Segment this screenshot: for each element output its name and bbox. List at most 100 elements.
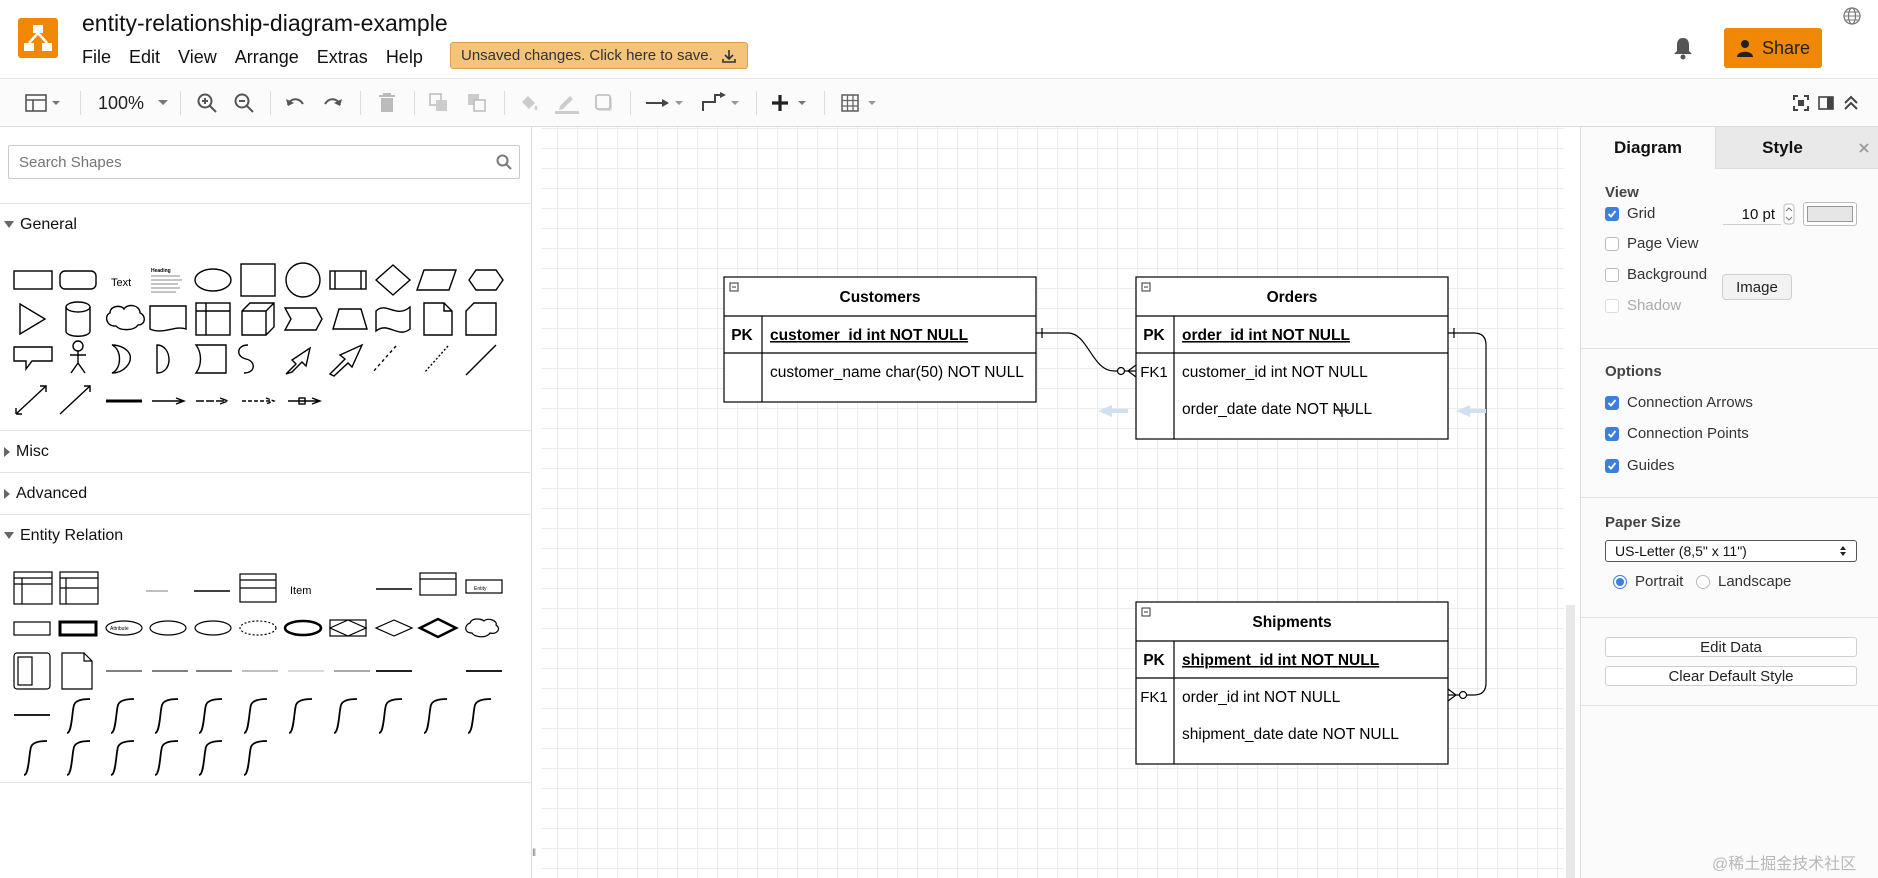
background-option[interactable]: Background xyxy=(1605,266,1707,283)
general-heading-label: Heading xyxy=(151,268,171,274)
trash-icon xyxy=(379,93,395,112)
tab-diagram[interactable]: Diagram xyxy=(1581,127,1715,169)
undo-button[interactable] xyxy=(284,89,306,117)
globe-icon[interactable] xyxy=(1842,6,1862,26)
close-panel-button[interactable] xyxy=(1849,127,1878,169)
toolbar-separator xyxy=(360,91,361,115)
zoom-dropdown[interactable]: 100% xyxy=(98,89,170,117)
delete-button[interactable] xyxy=(378,89,396,117)
page-view-option[interactable]: Page View xyxy=(1605,235,1698,252)
fullscreen-button[interactable] xyxy=(1792,89,1810,117)
bell-icon[interactable] xyxy=(1672,36,1694,60)
section-general[interactable]: General xyxy=(0,203,530,245)
landscape-radio[interactable] xyxy=(1696,574,1710,589)
sidebar-splitter-handle[interactable]: ǁ xyxy=(532,848,537,859)
grid-color-picker[interactable] xyxy=(1803,202,1857,226)
search-shapes-input[interactable] xyxy=(8,145,520,179)
shipments-key-0: PK xyxy=(1143,652,1165,669)
connection-arrows-option[interactable]: Connection Arrows xyxy=(1605,394,1753,411)
edit-data-button[interactable]: Edit Data xyxy=(1605,637,1857,657)
to-back-button[interactable] xyxy=(466,89,488,117)
zoom-out-button[interactable] xyxy=(233,89,255,117)
menu-file[interactable]: File xyxy=(82,47,112,67)
connection-style-button[interactable] xyxy=(644,89,686,117)
document-title[interactable]: entity-relationship-diagram-example xyxy=(82,10,448,36)
stepper-icon[interactable] xyxy=(1783,203,1795,225)
portrait-radio[interactable] xyxy=(1613,574,1627,589)
canvas-vertical-scrollbar[interactable] xyxy=(1566,605,1575,878)
unsaved-changes-button[interactable]: Unsaved changes. Click here to save. xyxy=(450,42,748,69)
unsaved-changes-label: Unsaved changes. Click here to save. xyxy=(461,47,713,64)
connection-points-option[interactable]: Connection Points xyxy=(1605,425,1749,442)
close-icon xyxy=(1859,142,1869,153)
shadow-option[interactable]: Shadow xyxy=(1605,297,1681,314)
connection-points-checkbox[interactable] xyxy=(1605,426,1619,441)
diagram-canvas[interactable]: Customers PK customer_id int NOT NULL cu… xyxy=(542,127,1564,878)
clear-default-style-button[interactable]: Clear Default Style xyxy=(1605,666,1857,686)
fill-color-button[interactable] xyxy=(518,89,540,117)
general-shapes-palette[interactable]: Text Heading xyxy=(0,245,530,545)
section-misc[interactable]: Misc xyxy=(0,430,530,472)
menu-view[interactable]: View xyxy=(178,47,217,67)
orders-table[interactable]: Orders PK order_id int NOT NULL FK1 cust… xyxy=(1135,276,1449,440)
page-view-checkbox[interactable] xyxy=(1605,236,1619,251)
share-button[interactable]: Share xyxy=(1724,28,1822,68)
shipments-table[interactable]: Shipments PK shipment_id int NOT NULL FK… xyxy=(1135,601,1449,765)
background-checkbox[interactable] xyxy=(1605,267,1619,282)
orders-key-1: FK1 xyxy=(1140,364,1168,381)
customers-orders-relationship[interactable] xyxy=(1036,328,1137,378)
format-panel-toggle-button[interactable] xyxy=(24,89,62,117)
drawio-logo-icon[interactable] xyxy=(18,18,58,58)
portrait-option[interactable]: Portrait xyxy=(1613,573,1683,590)
layout-icon xyxy=(25,94,60,112)
toolbar-separator xyxy=(180,91,181,115)
menu-help[interactable]: Help xyxy=(385,47,423,67)
orders-shipments-relationship[interactable] xyxy=(1447,328,1487,702)
shadow-checkbox[interactable] xyxy=(1605,298,1619,313)
landscape-label: Landscape xyxy=(1718,573,1792,590)
page-view-label: Page View xyxy=(1627,235,1699,252)
redo-button[interactable] xyxy=(322,89,344,117)
search-icon[interactable] xyxy=(496,154,512,170)
zoom-level: 100% xyxy=(98,92,145,113)
menu-extras[interactable]: Extras xyxy=(316,47,368,67)
shadow-button[interactable] xyxy=(593,89,615,117)
caret-down-icon xyxy=(4,221,14,228)
shipments-field-0: shipment_id int NOT NULL xyxy=(1182,652,1379,669)
collapse-toolbar-button[interactable] xyxy=(1842,89,1860,117)
options-heading: Options xyxy=(1605,363,1662,380)
caret-down-icon xyxy=(4,532,14,539)
connection-arrows-checkbox[interactable] xyxy=(1605,395,1619,410)
section-general-label: General xyxy=(20,215,77,233)
grid-option[interactable]: Grid xyxy=(1605,205,1655,222)
table-button[interactable] xyxy=(840,89,880,117)
tab-style[interactable]: Style xyxy=(1715,127,1849,169)
paper-size-select[interactable]: US-Letter (8,5" x 11") xyxy=(1605,540,1857,562)
line-color-button[interactable] xyxy=(554,89,580,117)
section-advanced[interactable]: Advanced xyxy=(0,472,530,514)
format-panel: Diagram Style View Grid 10 pt Page View … xyxy=(1580,127,1878,878)
orders-title: Orders xyxy=(1267,289,1318,306)
guides-checkbox[interactable] xyxy=(1605,458,1619,473)
customers-table[interactable]: Customers PK customer_id int NOT NULL cu… xyxy=(723,276,1037,403)
image-button[interactable]: Image xyxy=(1722,274,1792,300)
guides-option[interactable]: Guides xyxy=(1605,457,1675,474)
format-panel-button[interactable] xyxy=(1817,89,1835,117)
insert-button[interactable] xyxy=(770,89,808,117)
connection-hover-arrows[interactable] xyxy=(1098,405,1486,417)
grid-label: Grid xyxy=(1627,205,1656,222)
zoom-in-button[interactable] xyxy=(196,89,218,117)
grid-checkbox[interactable] xyxy=(1605,206,1619,221)
waypoints-button[interactable] xyxy=(700,89,742,117)
shadow-label: Shadow xyxy=(1627,297,1682,314)
to-front-button[interactable] xyxy=(428,89,450,117)
landscape-option[interactable]: Landscape xyxy=(1696,573,1791,590)
entity-relation-shapes-palette[interactable]: Item Entity Attribute xyxy=(0,557,530,779)
menu-edit[interactable]: Edit xyxy=(129,47,161,67)
toolbar-separator xyxy=(504,91,505,115)
section-entity-relation-label: Entity Relation xyxy=(20,526,124,544)
menu-arrange[interactable]: Arrange xyxy=(234,47,299,67)
grid-size-input[interactable]: 10 pt xyxy=(1723,203,1781,225)
section-entity-relation[interactable]: Entity Relation xyxy=(0,514,530,556)
diagram-svg[interactable]: Customers PK customer_id int NOT NULL cu… xyxy=(542,127,1564,878)
